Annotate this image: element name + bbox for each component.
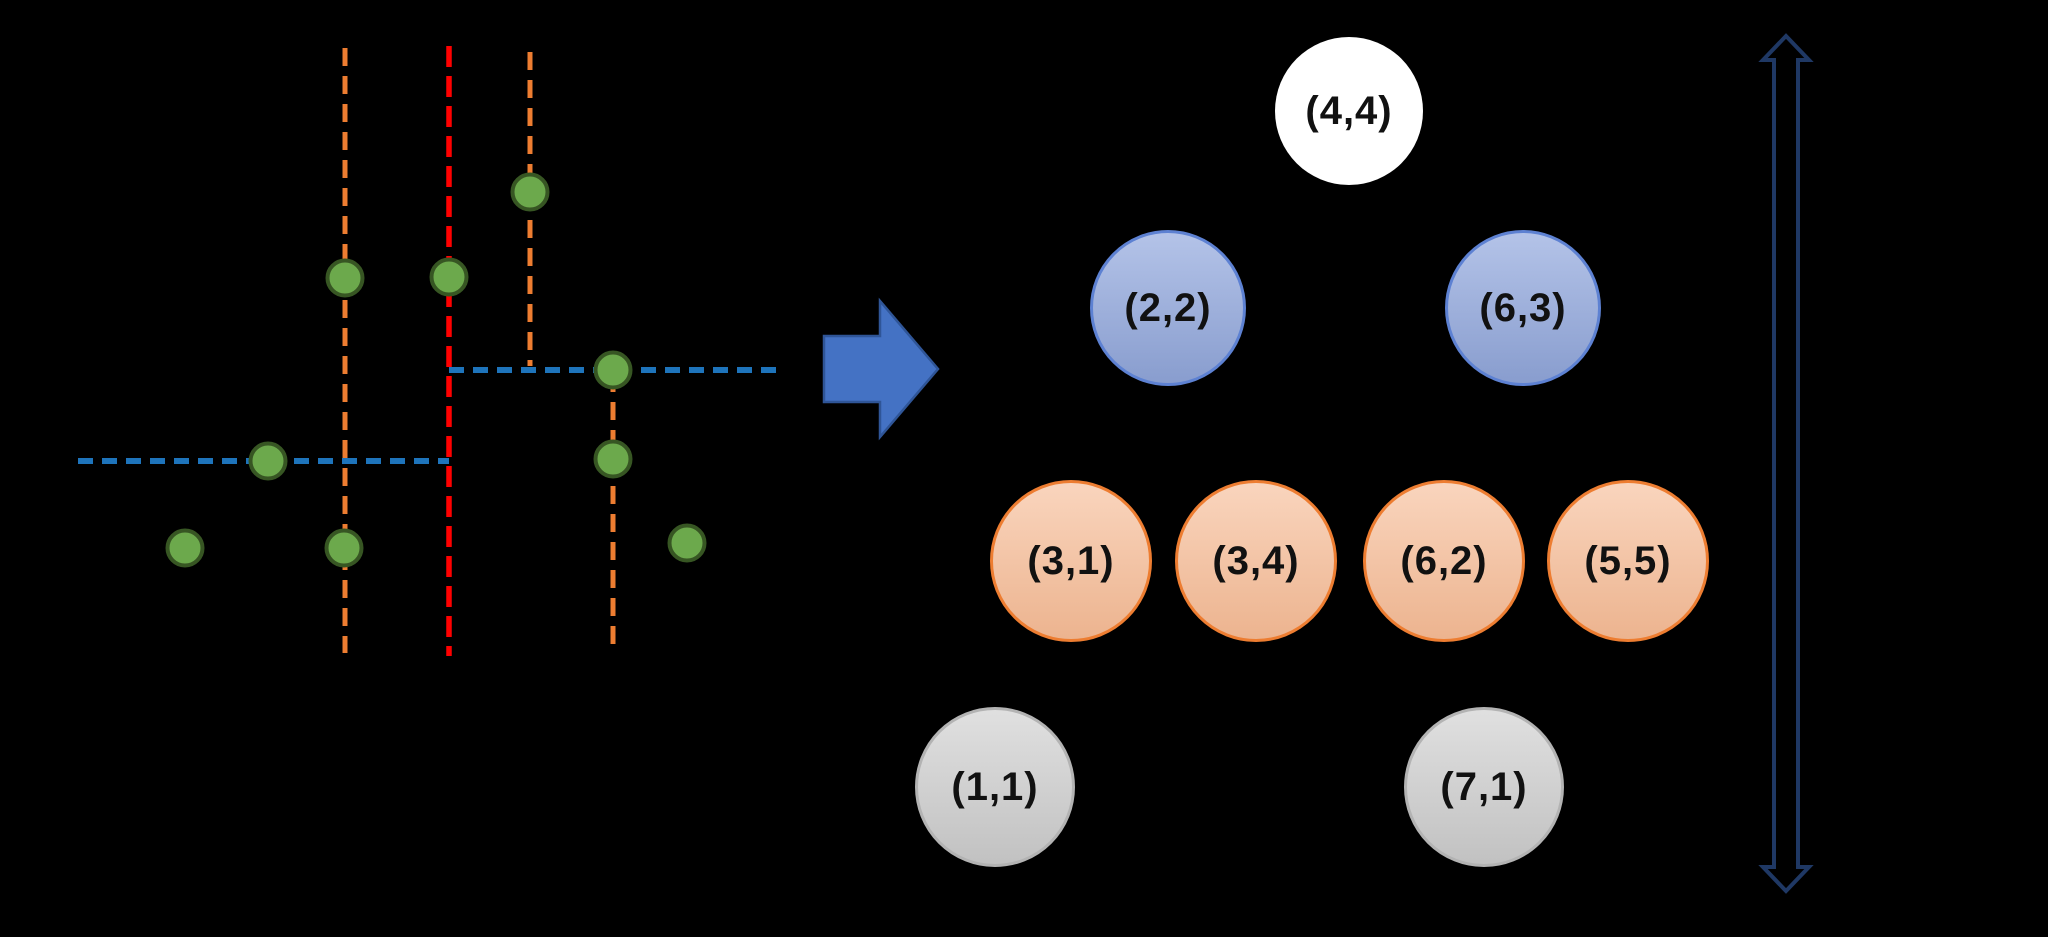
tree-node-label: (5,5) [1584,538,1672,583]
depth-double-arrow-icon [1758,33,1814,894]
tree-node-(4,4): (4,4) [1275,37,1423,185]
data-point-(6,2) [593,439,633,479]
tree-node-label: (3,4) [1212,538,1300,583]
data-point-(3,4) [325,258,365,298]
tree-node-label: (3,1) [1027,538,1115,583]
tree-node-label: (6,3) [1479,285,1567,330]
tree-node-(6,3): (6,3) [1445,230,1601,386]
data-point-(5,5) [510,172,550,212]
flow-arrow-icon [822,297,940,441]
tree-node-label: (7,1) [1440,764,1528,809]
tree-node-label: (2,2) [1124,285,1212,330]
data-point-(6,3) [593,350,633,390]
tree-node-label: (4,4) [1305,88,1393,133]
data-point-(1,1) [165,528,205,568]
tree-node-(5,5): (5,5) [1547,480,1709,642]
tree-node-(3,4): (3,4) [1175,480,1337,642]
tree-node-label: (1,1) [951,764,1039,809]
data-point-(3,1) [324,528,364,568]
tree-node-(2,2): (2,2) [1090,230,1246,386]
tree-node-label: (6,2) [1400,538,1488,583]
tree-node-(7,1): (7,1) [1404,707,1564,867]
data-point-(2,2) [248,441,288,481]
tree-node-(6,2): (6,2) [1363,480,1525,642]
tree-node-(3,1): (3,1) [990,480,1152,642]
data-point-(4,4) [429,257,469,297]
tree-node-(1,1): (1,1) [915,707,1075,867]
data-point-(7,1) [667,523,707,563]
